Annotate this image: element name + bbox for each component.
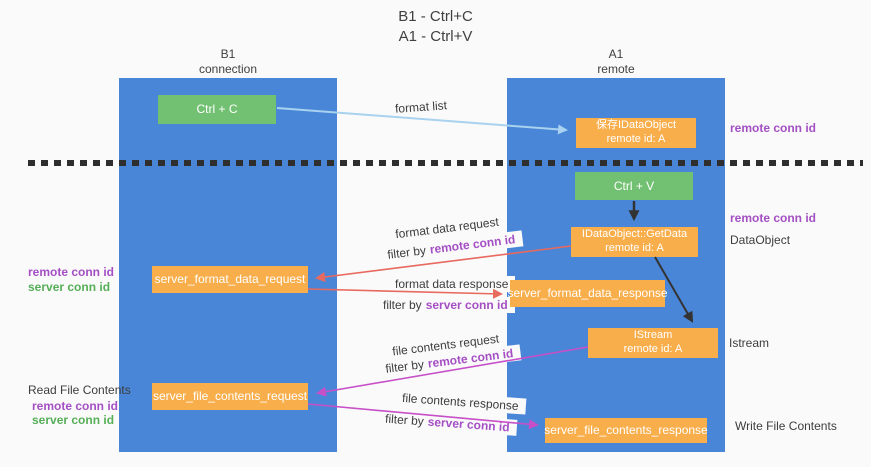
- side-label-dataobject: DataObject: [730, 233, 791, 247]
- side-label-remote-conn-id-left2: remote conn id: [32, 399, 119, 413]
- column-a1-role: remote: [597, 62, 635, 76]
- side-label-remote-conn-id-mid: remote conn id: [730, 211, 817, 225]
- column-b1-name: B1: [220, 47, 236, 61]
- node-save-idataobject-line1: 保存IDataObject: [595, 119, 677, 132]
- node-getdata-line1: IDataObject::GetData: [581, 228, 688, 241]
- filter-by-text: filter by: [383, 298, 422, 312]
- filter-by-text: filter by: [384, 357, 425, 376]
- side-label-write-file-contents: Write File Contents: [735, 419, 837, 433]
- server-conn-id-text: server conn id: [425, 298, 508, 312]
- phase-separator-dashed-line: [28, 160, 863, 166]
- side-label-remote-conn-id-left1: remote conn id: [28, 265, 115, 279]
- title-line-1: B1 - Ctrl+C: [398, 8, 473, 25]
- node-getdata-line2: remote id: A: [605, 242, 664, 254]
- node-ctrl-c-label: Ctrl + C: [196, 102, 238, 116]
- column-header-a1: A1 remote: [507, 47, 725, 77]
- column-a1-name: A1: [608, 47, 624, 61]
- diagram-title: B1 - Ctrl+C A1 - Ctrl+V: [0, 7, 871, 48]
- column-header-b1: B1 connection: [119, 47, 337, 77]
- node-file-response-label: server_file_contents_response: [544, 423, 708, 437]
- node-format-request-label: server_format_data_request: [154, 272, 306, 286]
- label-format-data-response: format data response: [388, 276, 516, 292]
- node-server-file-contents-request: server_file_contents_request: [152, 383, 308, 410]
- node-file-request-label: server_file_contents_request: [152, 389, 308, 403]
- label-format-list: format list: [387, 96, 455, 118]
- node-format-response-label: server_format_data_response: [507, 286, 668, 300]
- side-label-server-conn-id-left2: server conn id: [32, 413, 115, 427]
- side-label-istream: Istream: [729, 336, 770, 350]
- side-label-remote-conn-id-top: remote conn id: [730, 121, 817, 135]
- title-line-2: A1 - Ctrl+V: [398, 28, 473, 46]
- filter-by-text: filter by: [384, 411, 425, 429]
- filter-by-text: filter by: [386, 243, 427, 262]
- node-server-format-data-response: server_format_data_response: [507, 280, 668, 307]
- node-server-file-contents-response: server_file_contents_response: [544, 418, 708, 443]
- node-ctrl-v: Ctrl + V: [575, 172, 693, 200]
- node-server-format-data-request: server_format_data_request: [152, 266, 308, 293]
- node-ctrl-v-label: Ctrl + V: [613, 178, 655, 193]
- node-ctrl-c: Ctrl + C: [158, 95, 276, 124]
- column-b1-role: connection: [198, 62, 258, 76]
- node-istream-line1: IStream: [633, 329, 673, 342]
- server-conn-id-text: server conn id: [427, 414, 511, 435]
- node-idataobject-getdata: IDataObject::GetData remote id: A: [571, 227, 698, 257]
- node-save-idataobject-line2: remote id: A: [606, 133, 666, 145]
- side-label-read-file-contents: Read File Contents: [28, 383, 131, 397]
- node-save-idataobject: 保存IDataObject remote id: A: [576, 118, 696, 148]
- side-label-server-conn-id-left1: server conn id: [28, 280, 111, 294]
- node-istream: IStream remote id: A: [588, 328, 718, 358]
- node-istream-line2: remote id: A: [623, 343, 683, 355]
